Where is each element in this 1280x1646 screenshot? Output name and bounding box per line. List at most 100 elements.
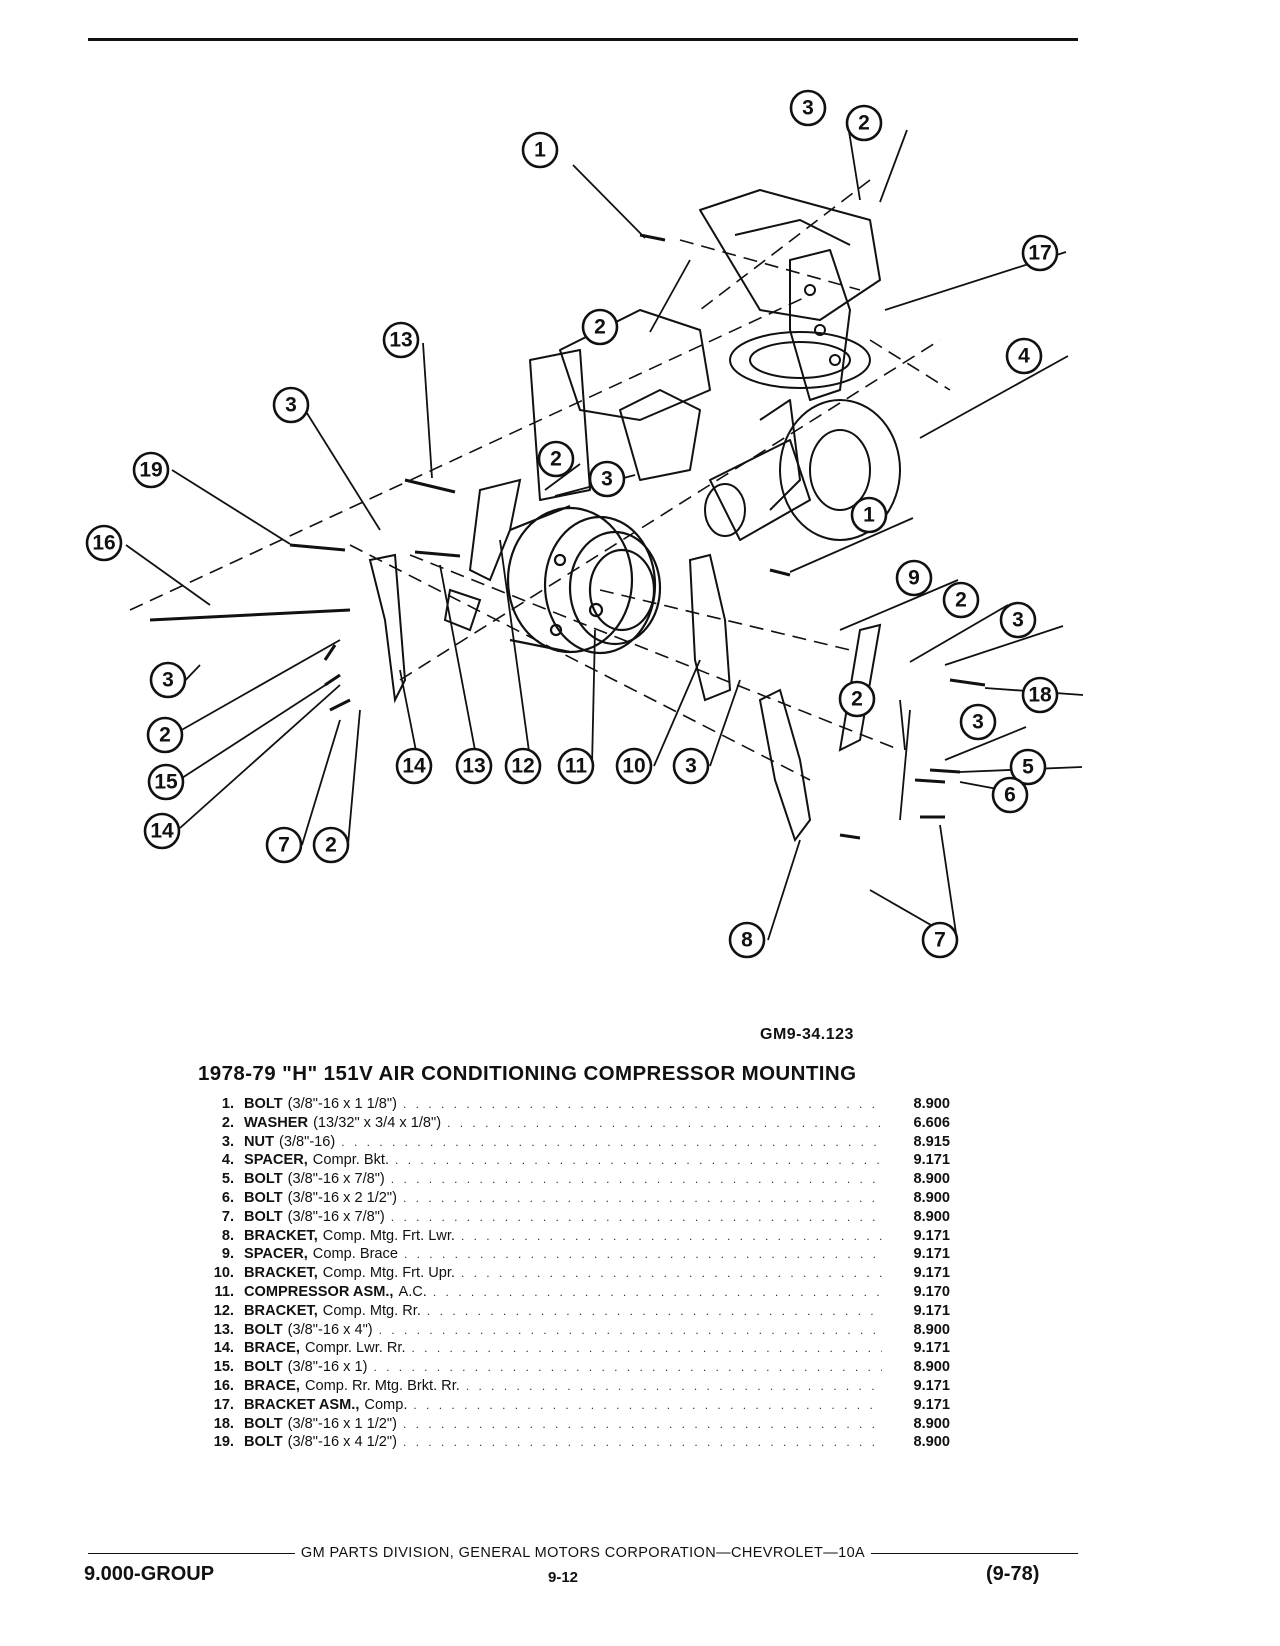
part-row: 11.COMPRESSOR ASM.,A.C.. . . . . . . . .…: [198, 1283, 950, 1302]
part-spec: (3/8"-16 x 4"): [287, 1321, 373, 1338]
callout-2: 2: [312, 826, 350, 864]
part-spec: (13/32" x 3/4 x 1/8"): [313, 1114, 442, 1131]
part-name: BOLT: [244, 1434, 283, 1451]
callout-number: 19: [139, 459, 162, 482]
callout-circle: [557, 747, 595, 785]
callout-circle: [672, 747, 710, 785]
part-reference: 8.900: [913, 1189, 950, 1206]
part-row: 12.BRACKET,Comp. Mtg. Rr.. . . . . . . .…: [198, 1302, 950, 1321]
part-reference: 9.171: [913, 1340, 950, 1357]
callout-number: 5: [1022, 756, 1034, 779]
callout-2: 2: [838, 680, 876, 718]
part-row: 17.BRACKET ASM.,Comp.. . . . . . . . . .…: [198, 1396, 950, 1415]
callout-circle: [588, 460, 626, 498]
part-number: 15.: [213, 1359, 234, 1376]
callout-circle: [959, 703, 997, 741]
callout-3: 3: [999, 601, 1037, 639]
leader-dots: . . . . . . . . . . . . . . . . . . . . …: [447, 1115, 882, 1130]
callout-circle: [942, 581, 980, 619]
callout-number: 6: [1004, 784, 1016, 807]
callout-circle: [921, 921, 959, 959]
part-reference: 8.900: [913, 1208, 950, 1225]
engine-block-outline: [529, 189, 901, 541]
part-reference: 9.171: [913, 1152, 950, 1169]
callout-10: 10: [615, 747, 653, 785]
callout-circle: [504, 747, 542, 785]
part-reference: 9.171: [913, 1396, 950, 1413]
part-number: 19.: [213, 1434, 234, 1451]
callout-number: 3: [685, 755, 697, 778]
callout-2: 2: [845, 104, 883, 142]
part-name: WASHER: [244, 1114, 309, 1131]
callout-circle: [615, 747, 653, 785]
part-spec: (3/8"-16 x 1): [287, 1359, 368, 1376]
part-row: 16.BRACE,Comp. Rr. Mtg. Brkt. Rr.. . . .…: [198, 1377, 950, 1396]
part-row: 5.BOLT(3/8"-16 x 7/8"). . . . . . . . . …: [198, 1170, 950, 1189]
leader-dots: . . . . . . . . . . . . . . . . . . . . …: [402, 1097, 882, 1111]
leader-dots: . . . . . . . . . . . . . . . . . . . . …: [460, 1266, 882, 1281]
callout-3: 3: [272, 386, 310, 424]
part-number: 16.: [213, 1377, 234, 1394]
callout-circle: [132, 451, 170, 489]
part-number: 4.: [221, 1152, 234, 1169]
leader-dots: . . . . . . . . . . . . . . . . . . . . …: [378, 1322, 882, 1337]
part-reference: 8.900: [913, 1434, 950, 1451]
part-reference: 9.171: [913, 1227, 950, 1244]
callout-circle: [1009, 748, 1047, 786]
callout-17: 17: [1021, 234, 1059, 272]
part-number: 3.: [221, 1133, 234, 1150]
callout-number: 7: [278, 834, 290, 857]
part-spec: Comp. Rr. Mtg. Brkt. Rr.: [304, 1377, 460, 1394]
part-spec: (3/8"-16 x 7/8"): [287, 1208, 385, 1225]
leader-dots: . . . . . . . . . . . . . . . . . . . . …: [390, 1209, 882, 1224]
part-number: 2.: [221, 1114, 234, 1131]
part-spec: (3/8"-16 x 1 1/8"): [287, 1096, 397, 1112]
part-row: 14.BRACE,Compr. Lwr. Rr.. . . . . . . . …: [198, 1339, 950, 1358]
part-name: BOLT: [244, 1359, 283, 1376]
callout-circle: [789, 89, 827, 127]
part-row: 15.BOLT(3/8"-16 x 1). . . . . . . . . . …: [198, 1358, 950, 1377]
part-spec: Comp. Mtg. Frt. Upr.: [322, 1265, 455, 1282]
callout-2: 2: [581, 308, 619, 346]
callout-2: 2: [537, 440, 575, 478]
part-name: BOLT: [244, 1415, 283, 1432]
callout-circle: [312, 826, 350, 864]
part-number: 13.: [213, 1321, 234, 1338]
leader-dots: . . . . . . . . . . . . . . . . . . . . …: [390, 1172, 882, 1187]
part-row: 19.BOLT(3/8"-16 x 4 1/2"). . . . . . . .…: [198, 1433, 950, 1452]
page-title: 1978-79 "H" 151V AIR CONDITIONING COMPRE…: [198, 1062, 857, 1085]
part-row: 6.BOLT(3/8"-16 x 2 1/2"). . . . . . . . …: [198, 1189, 950, 1208]
callout-number: 7: [934, 929, 946, 952]
footer-text: GM PARTS DIVISION, GENERAL MOTORS CORPOR…: [300, 1545, 866, 1561]
callout-2: 2: [146, 716, 184, 754]
leader-dots: . . . . . . . . . . . . . . . . . . . . …: [341, 1134, 882, 1149]
leader-dots: . . . . . . . . . . . . . . . . . . . . …: [426, 1303, 882, 1318]
part-spec: (3/8"-16 x 7/8"): [287, 1171, 385, 1188]
callout-16: 16: [85, 524, 123, 562]
callout-number: 1: [863, 504, 875, 527]
part-name: BOLT: [244, 1189, 283, 1206]
callout-number: 9: [908, 567, 920, 590]
callout-number: 13: [462, 755, 485, 778]
leader-dots: . . . . . . . . . . . . . . . . . . . . …: [402, 1435, 882, 1450]
callout-circle: [143, 812, 181, 850]
part-reference: 8.900: [913, 1096, 950, 1112]
callout-number: 3: [972, 711, 984, 734]
callout-number: 3: [601, 468, 613, 491]
revision-date: (9-78): [986, 1563, 1040, 1585]
part-spec: Comp.: [364, 1396, 408, 1413]
callout-3: 3: [588, 460, 626, 498]
part-number: 1.: [221, 1096, 234, 1112]
part-spec: A.C.: [398, 1283, 427, 1300]
part-number: 9.: [221, 1246, 234, 1263]
callout-circle: [1021, 676, 1059, 714]
callout-number: 2: [858, 112, 870, 135]
part-number: 8.: [221, 1227, 234, 1244]
part-name: SPACER,: [244, 1152, 308, 1169]
part-name: SPACER,: [244, 1246, 308, 1263]
callout-number: 12: [511, 755, 534, 778]
callout-circle: [1021, 234, 1059, 272]
part-row: 1.BOLT(3/8"-16 x 1 1/8"). . . . . . . . …: [198, 1095, 950, 1114]
part-reference: 8.900: [913, 1415, 950, 1432]
